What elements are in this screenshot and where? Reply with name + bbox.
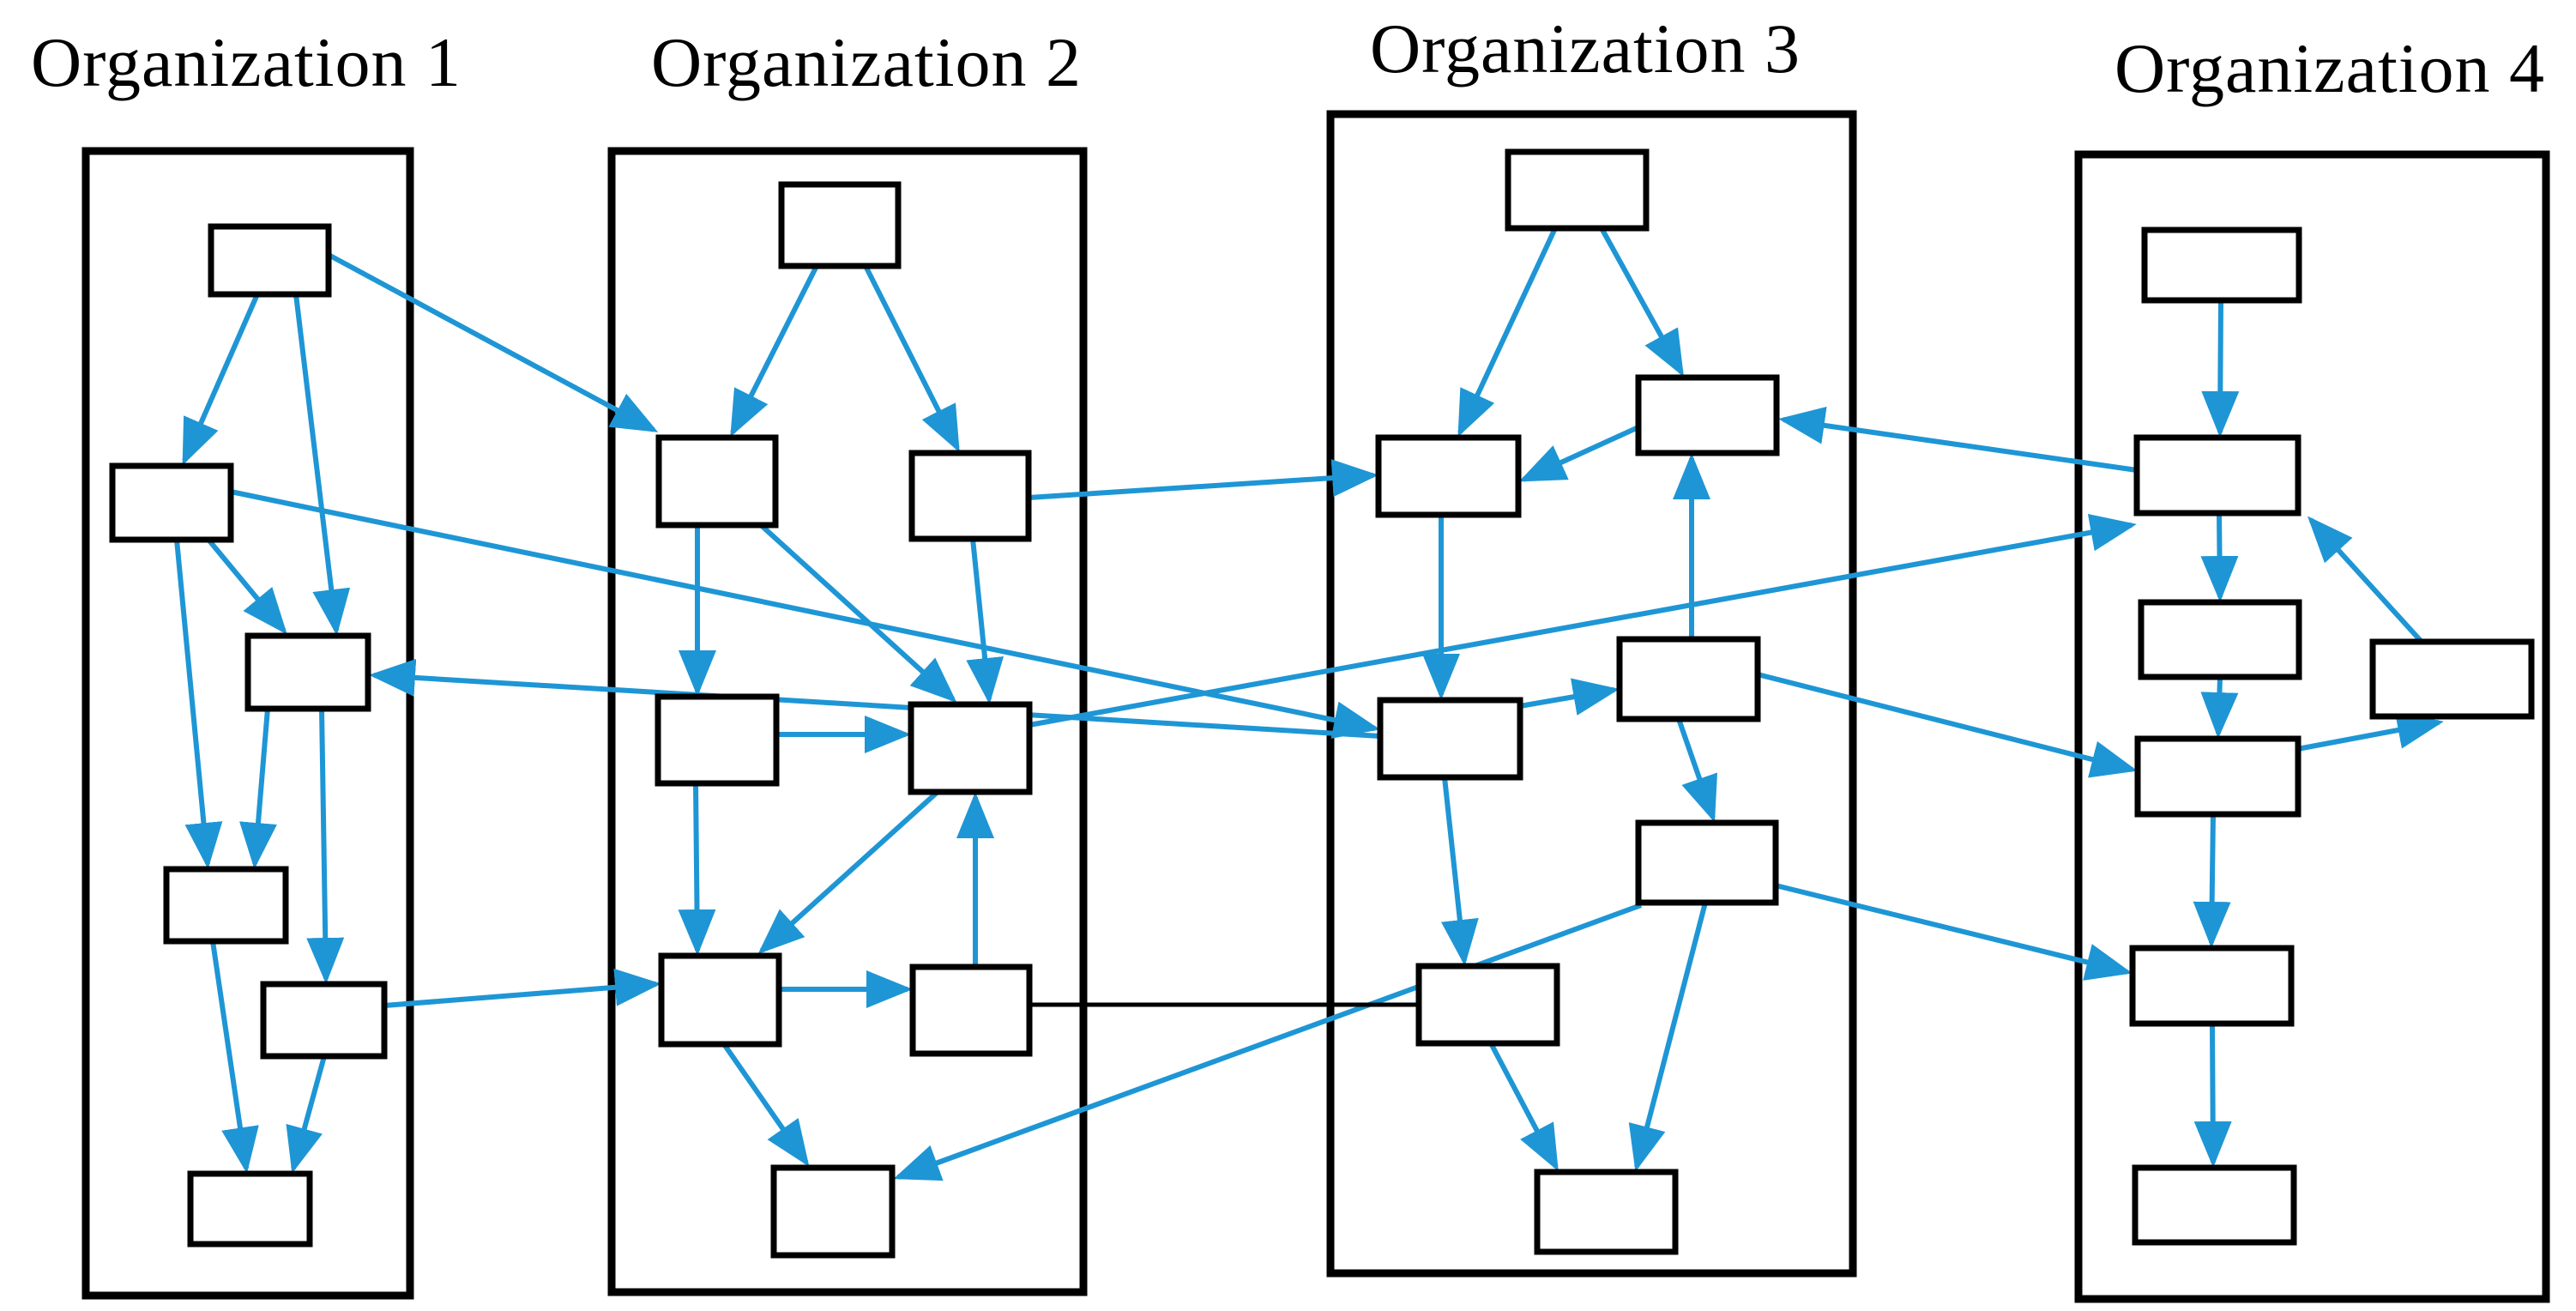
edge-o1a-o1c: [293, 293, 351, 636]
org2-node-o2h: [770, 1164, 896, 1259]
org3-node-o3d: [1377, 697, 1523, 781]
org3-node-o3c: [1635, 374, 1780, 456]
edge-o1b-o1d: [174, 539, 223, 869]
org4-container: [2074, 150, 2550, 1303]
org2-node-o2e: [908, 701, 1033, 795]
edge-o2c-o2e: [966, 538, 1004, 704]
org2-node-o2a: [778, 181, 902, 269]
org2-node-o2c: [908, 450, 1032, 542]
org3-node-o3g: [1415, 963, 1560, 1047]
org4-node-o4b: [2133, 434, 2302, 517]
edges-layer: [174, 227, 2444, 1181]
org1-node-o1e: [260, 981, 388, 1060]
org1-node-o1b: [109, 462, 234, 543]
edge-o1a-o2b: [327, 252, 659, 432]
org4-node-o4c: [2138, 599, 2302, 680]
org2-node-o2b: [655, 434, 779, 529]
org3-node-o3b: [1375, 434, 1522, 518]
edge-o4r-o4b: [2307, 516, 2424, 644]
org2-node-o2f: [658, 952, 782, 1048]
org1-node-o1d: [163, 866, 289, 945]
edge-o3g-o3h: [1488, 1042, 1559, 1172]
nodes-layer: [109, 148, 2535, 1259]
edge-o2a-o2c: [863, 264, 960, 453]
edge-o3c-o3b: [1518, 424, 1642, 482]
edge-o4b-o4c: [2200, 512, 2239, 602]
edge-o3a-o3c: [1599, 227, 1684, 378]
edge-o4b-o3c: [1778, 407, 2138, 473]
edge-o3d-o1c: [369, 658, 1381, 739]
org3-node-o3h: [1534, 1169, 1679, 1255]
edge-o1b-o1c: [206, 538, 287, 635]
org2-title: Organization 2: [650, 23, 1083, 101]
edge-o1b-o3d: [230, 489, 1380, 739]
edge-o2d-o2f: [678, 782, 716, 956]
org4-node-o4d: [2134, 735, 2302, 818]
edge-o2b-o2e: [758, 523, 957, 704]
org2-node-o2g: [909, 964, 1033, 1057]
edge-o1a-o1b: [182, 293, 260, 466]
org3-title: Organization 3: [1369, 9, 1801, 88]
org4-node-o4f: [2132, 1164, 2297, 1246]
edge-o4a-o4b: [2201, 299, 2240, 438]
edge-o1c-o1e: [306, 708, 345, 984]
edge-o3e-o4d: [1757, 672, 2138, 778]
edge-o2e-o2f: [757, 789, 940, 955]
edge-o2c-o3b: [1028, 459, 1378, 500]
org3-node-o3a: [1505, 148, 1650, 232]
edge-o3e-o3f: [1676, 718, 1718, 823]
edge-o3f-o4e: [1775, 883, 2133, 981]
org3-node-o3f: [1635, 819, 1779, 906]
org4-node-o4r: [2369, 638, 2535, 720]
org1-node-o1c: [244, 632, 371, 712]
edge-o4e-o4f: [2193, 1023, 2232, 1168]
edge-o3f-o2h: [893, 903, 1643, 1181]
org1-title: Organization 1: [30, 23, 462, 101]
org1-node-o1a: [208, 223, 332, 298]
edge-o2e-o4b: [1029, 513, 2137, 728]
org4-title: Organization 4: [2114, 29, 2546, 107]
org1-node-o1f: [187, 1170, 313, 1248]
edge-o1e-o2f: [383, 968, 661, 1008]
edge-o2a-o2b: [730, 264, 819, 438]
edge-o3a-o3b: [1457, 227, 1558, 438]
edge-o4d-o4r: [2292, 711, 2444, 752]
edge-o3d-o3e: [1519, 678, 1620, 716]
edge-o1e-o1f: [286, 1055, 327, 1174]
edge-o4d-o4e: [2193, 813, 2231, 948]
org1-container: [81, 147, 414, 1300]
edge-o1c-o1d: [239, 708, 277, 869]
edge-o3f-o3h: [1628, 902, 1708, 1172]
edge-o2f-o2h: [721, 1042, 810, 1167]
org4-node-o4a: [2141, 227, 2302, 304]
edge-o1d-o1f: [210, 940, 259, 1174]
edge-o3d-o3g: [1440, 776, 1479, 966]
edge-o4c-o4d: [2200, 676, 2239, 739]
org3-node-o3e: [1616, 636, 1761, 722]
org4-node-o4e: [2129, 945, 2295, 1027]
org2-node-o2d: [655, 693, 780, 787]
